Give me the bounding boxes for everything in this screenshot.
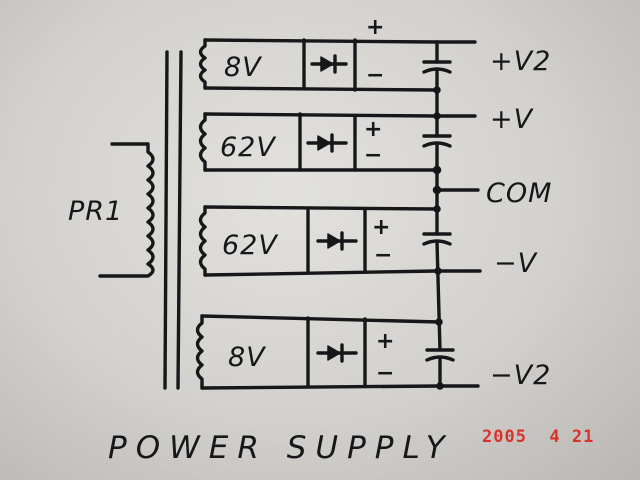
secondary-winding-4: [195, 314, 442, 390]
output-leads: [435, 40, 482, 388]
rectifier-2: [306, 133, 348, 153]
capacitor-bus: [422, 40, 455, 388]
secondary-4-plus: +: [376, 329, 394, 354]
secondary-1-minus: −: [366, 63, 384, 88]
secondary-2-voltage: 62V: [220, 132, 277, 163]
output-label-minus-v: −V: [494, 248, 539, 279]
output-label-minus-v2: −V2: [490, 360, 551, 391]
rectifier-1: [310, 54, 348, 74]
secondary-2-plus: +: [364, 117, 382, 142]
secondary-3-minus: −: [374, 243, 392, 268]
secondary-3-plus: +: [372, 215, 390, 240]
diagram-title: POWER SUPPLY: [108, 430, 454, 466]
secondary-1-voltage: 8V: [224, 52, 263, 83]
date-stamp: 2005 4 21: [482, 427, 594, 447]
secondary-2-minus: −: [364, 143, 382, 168]
primary-label: PR1: [68, 196, 123, 227]
output-label-plus-v2: +V2: [490, 46, 551, 77]
output-label-com: COM: [486, 178, 552, 209]
junction-dots: [432, 86, 444, 390]
transformer-core: [163, 50, 183, 390]
secondary-1-plus: +: [366, 15, 384, 40]
rectifier-3: [316, 231, 358, 251]
primary-winding: [98, 142, 155, 278]
rectifier-4: [316, 343, 358, 363]
secondary-3-voltage: 62V: [222, 230, 279, 261]
secondary-winding-1: [198, 38, 439, 92]
output-label-plus-v: +V: [490, 104, 535, 135]
secondary-4-minus: −: [376, 361, 394, 386]
secondary-winding-3: [198, 205, 439, 277]
secondary-4-voltage: 8V: [228, 342, 267, 373]
secondary-winding-2: [198, 112, 439, 172]
